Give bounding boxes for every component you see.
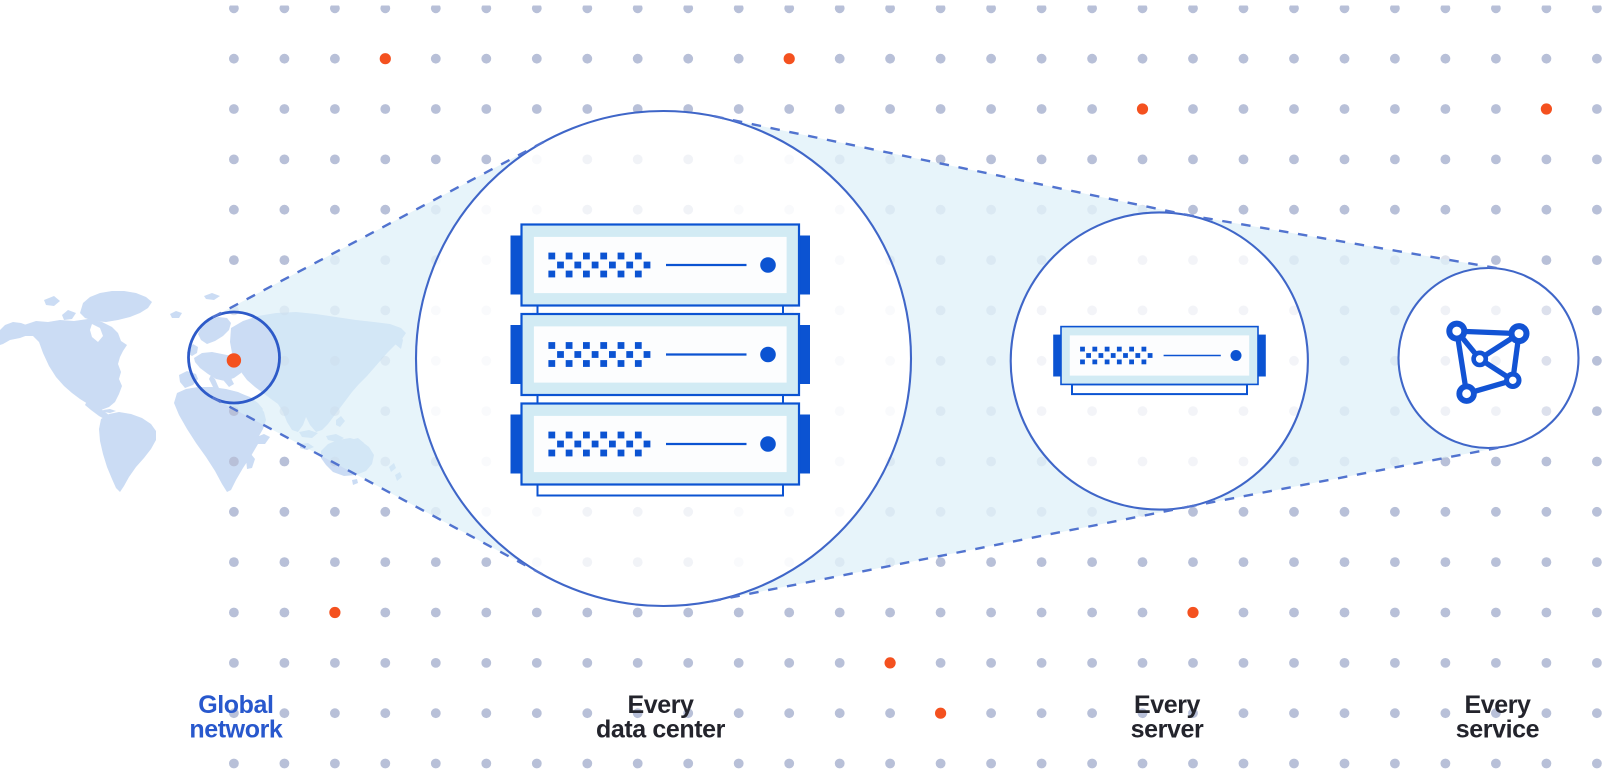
svg-text:Every: Every xyxy=(627,691,694,719)
svg-text:Every: Every xyxy=(1464,691,1531,719)
svg-text:Every: Every xyxy=(1134,691,1201,719)
svg-text:Global: Global xyxy=(198,691,273,719)
svg-text:network: network xyxy=(189,716,283,744)
svg-text:data center: data center xyxy=(596,716,726,744)
svg-text:server: server xyxy=(1131,716,1204,744)
svg-text:service: service xyxy=(1456,716,1540,744)
